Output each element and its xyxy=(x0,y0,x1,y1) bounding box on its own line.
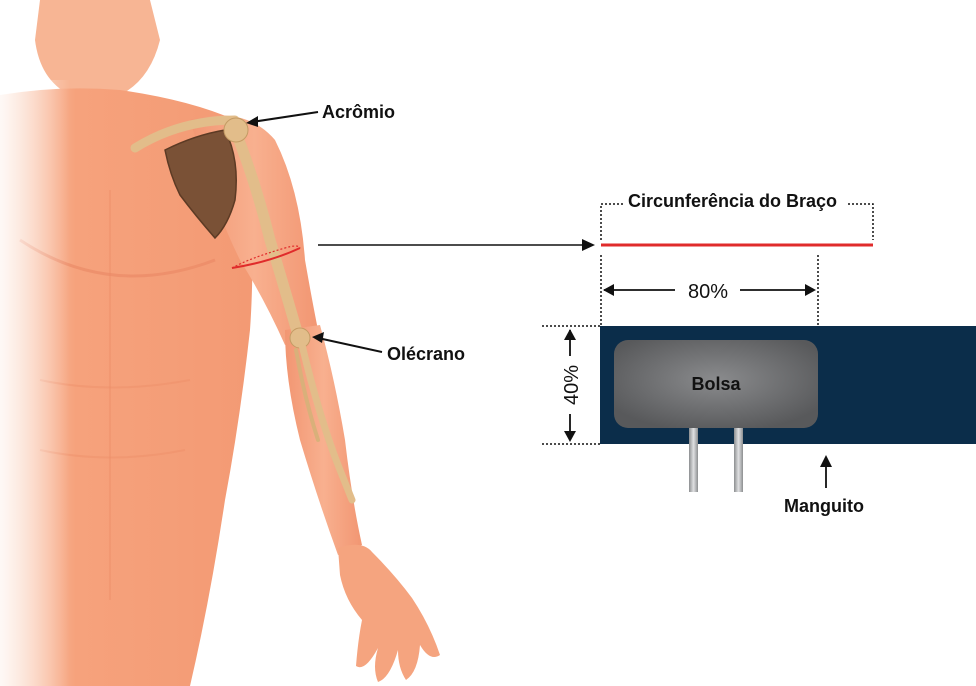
height-percent-label: 40% xyxy=(561,365,583,405)
connector-arrow xyxy=(318,239,595,251)
olecrano-label: Olécrano xyxy=(387,344,465,364)
manguito-pointer xyxy=(820,455,832,488)
manguito-label: Manguito xyxy=(784,496,864,516)
acromio-pointer xyxy=(246,112,318,127)
acromio-label: Acrômio xyxy=(322,102,395,122)
human-torso-illustration xyxy=(0,0,253,686)
bladder-label: Bolsa xyxy=(691,374,741,394)
circumference-label: Circunferência do Braço xyxy=(628,191,837,211)
width-percent-label: 80% xyxy=(688,281,728,303)
